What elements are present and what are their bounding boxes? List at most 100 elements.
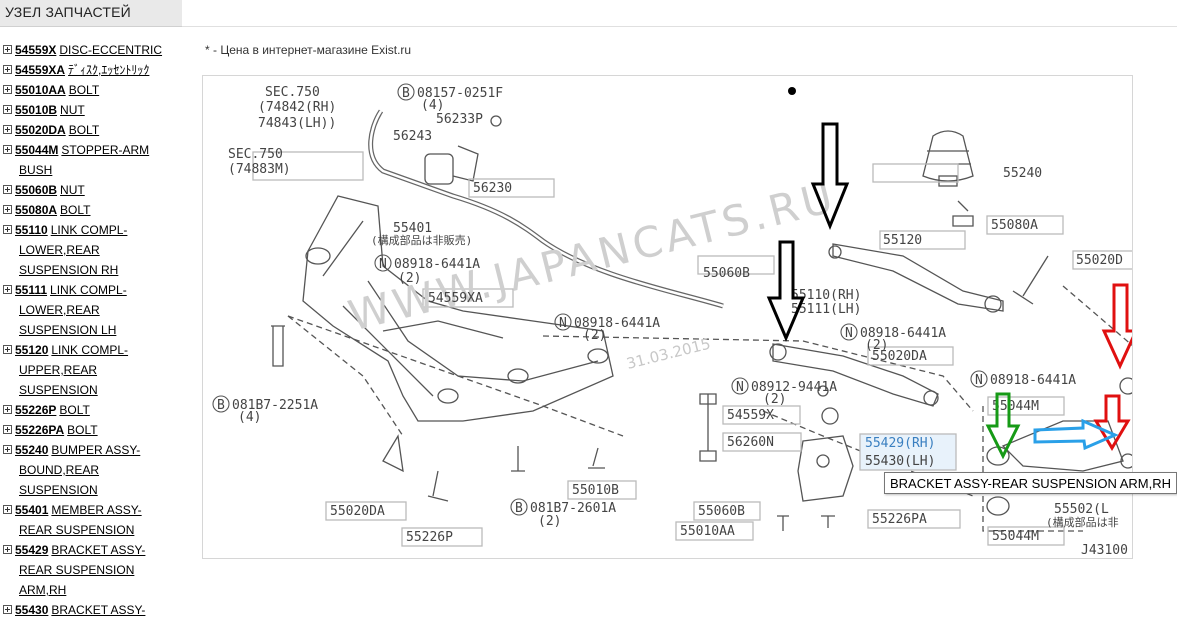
expand-icon[interactable] <box>3 145 12 154</box>
label-q4b: (4) <box>238 410 261 425</box>
part-desc-link[interactable]: BRACKET ASSY- <box>51 543 146 557</box>
expand-icon[interactable] <box>3 405 12 414</box>
part-desc-link[interactable]: UPPER,REAR <box>19 363 98 377</box>
part-desc-link[interactable]: SUSPENSION <box>19 483 98 497</box>
part-code-link[interactable]: 55044M <box>15 143 59 157</box>
part-desc-link[interactable]: REAR SUSPENSION <box>19 523 135 537</box>
label-55240: 55240 <box>1003 166 1042 181</box>
expand-icon[interactable] <box>3 45 12 54</box>
part-desc-link[interactable]: LOWER,REAR <box>19 243 100 257</box>
expand-icon[interactable] <box>3 225 12 234</box>
label-55044m-b: 55044M <box>992 529 1039 544</box>
part-desc-link[interactable]: BOLT <box>68 123 100 137</box>
red-arrow-top <box>1101 283 1132 370</box>
expand-icon[interactable] <box>3 85 12 94</box>
part-code-link[interactable]: 55080A <box>15 203 58 217</box>
tab-divider <box>182 26 1177 27</box>
expand-icon[interactable] <box>3 65 12 74</box>
expand-icon[interactable] <box>3 105 12 114</box>
blue-arrow <box>1033 418 1119 451</box>
expand-icon[interactable] <box>3 605 12 614</box>
part-desc-link[interactable]: BOUND,REAR <box>19 463 100 477</box>
part-desc-link[interactable]: DISC-ECCENTRIC <box>59 43 163 57</box>
part-desc-link[interactable]: SUSPENSION <box>19 383 98 397</box>
label-n5: N <box>975 373 983 388</box>
part-desc-link[interactable]: BOLT <box>68 83 100 97</box>
part-code-link[interactable]: 55020DA <box>15 123 66 137</box>
part-desc-link[interactable]: BRACKET ASSY- <box>51 603 146 617</box>
part-desc-link[interactable]: NUT <box>60 103 85 117</box>
part-desc-link[interactable]: LOWER,REAR <box>19 303 100 317</box>
part-desc-link[interactable]: BUMPER ASSY- <box>51 443 141 457</box>
part-code-link[interactable]: 55111 <box>15 283 48 297</box>
part-code-link[interactable]: 55240 <box>15 443 49 457</box>
part-code-link[interactable]: 54559XA <box>15 63 66 77</box>
part-desc-link[interactable]: LINK COMPL- <box>51 343 129 357</box>
expand-icon[interactable] <box>3 545 12 554</box>
part-desc-link[interactable]: BOLT <box>67 423 98 437</box>
label-5111: 55111(LH) <box>791 302 861 317</box>
label-q2d: (2) <box>763 392 786 407</box>
expand-icon[interactable] <box>3 185 12 194</box>
part-desc-link[interactable]: REAR SUSPENSION <box>19 563 135 577</box>
part-desc-link[interactable]: ﾃﾞｨｽｸ,ｴｯｾﾝﾄﾘｯｸ <box>68 63 150 77</box>
part-code-link[interactable]: 55010AA <box>15 83 66 97</box>
expand-icon[interactable] <box>3 345 12 354</box>
expand-icon[interactable] <box>3 445 12 454</box>
part-code-link[interactable]: 55430 <box>15 603 49 617</box>
expand-icon[interactable] <box>3 125 12 134</box>
expand-icon[interactable] <box>3 505 12 514</box>
label-q2e: (2) <box>865 338 888 353</box>
part-code-link[interactable]: 54559X <box>15 43 57 57</box>
label-q4a: (4) <box>421 98 444 113</box>
part-desc-link[interactable]: ARM,RH <box>19 583 67 597</box>
part-code-link[interactable]: 55010B <box>15 103 58 117</box>
expand-icon[interactable] <box>3 205 12 214</box>
label-fig: J43100 <box>1081 543 1128 558</box>
part-desc-link[interactable]: BOLT <box>59 403 90 417</box>
part-desc-link[interactable]: BUSH <box>19 163 53 177</box>
expand-icon[interactable] <box>3 425 12 434</box>
green-arrow <box>985 392 1021 460</box>
part-desc-link[interactable]: STOPPER-ARM <box>61 143 150 157</box>
parts-tab[interactable]: УЗЕЛ ЗАПЧАСТЕЙ <box>0 0 182 27</box>
part-code-link[interactable]: 55401 <box>15 503 49 517</box>
part-code-link[interactable]: 55226PA <box>15 423 65 437</box>
part-desc-link[interactable]: NUT <box>60 183 85 197</box>
part-code-link[interactable]: 55060B <box>15 183 58 197</box>
part-desc-link[interactable]: MEMBER ASSY- <box>51 503 142 517</box>
label-74843: 74843(LH)) <box>258 116 336 131</box>
part-desc-link[interactable]: LINK COMPL- <box>50 223 128 237</box>
part-desc-link[interactable]: BOLT <box>60 203 91 217</box>
expand-icon[interactable] <box>3 285 12 294</box>
label-sec750a: SEC.750 <box>265 85 320 100</box>
part-code-link[interactable]: 55110 <box>15 223 48 237</box>
label-55010b: 55010B <box>572 483 619 498</box>
label-08912: 08912-9441A <box>751 380 837 395</box>
part-desc-link[interactable]: LINK COMPL- <box>50 283 127 297</box>
label-08918a: 08918-6441A <box>394 257 480 272</box>
part-desc-link[interactable]: SUSPENSION LH <box>19 323 117 337</box>
part-code-link[interactable]: 55120 <box>15 343 49 357</box>
part-code-link[interactable]: 55226P <box>15 403 57 417</box>
part-desc-link[interactable]: SUSPENSION RH <box>19 263 119 277</box>
label-b3: B <box>515 501 523 516</box>
part-code-link[interactable]: 55429 <box>15 543 49 557</box>
